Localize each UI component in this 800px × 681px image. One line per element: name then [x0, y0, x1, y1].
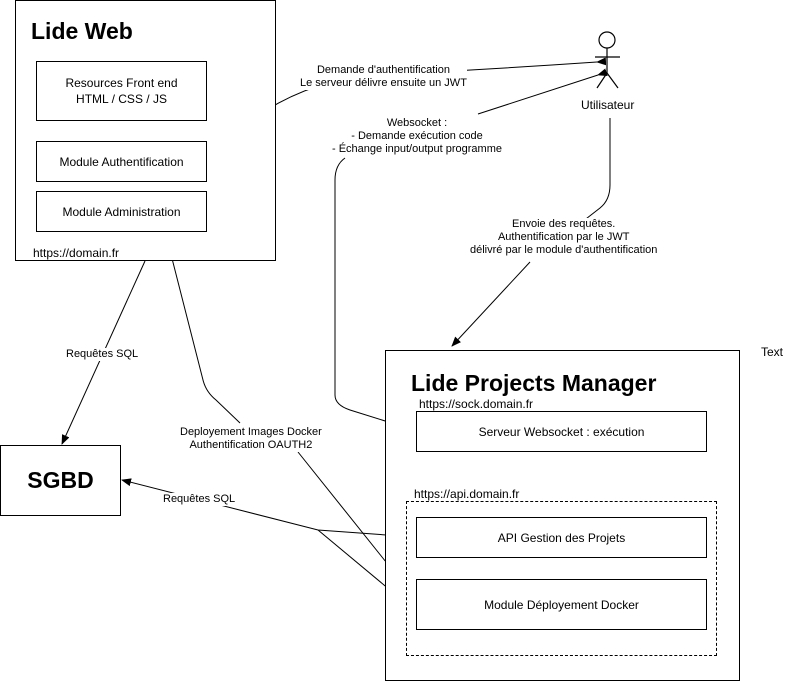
arrow-websocket-to-server	[334, 157, 415, 432]
auth-request-label: Demande d'authentification Le serveur dé…	[300, 64, 467, 90]
requests-line-2: Authentification par le JWT	[497, 231, 630, 243]
auth-module: Module Authentification	[36, 141, 207, 182]
arrow-user-to-projects	[581, 118, 611, 223]
websocket-server-module: Serveur Websocket : exécution	[416, 411, 707, 452]
docker-deploy-module: Module Déployement Docker	[416, 579, 707, 630]
arrow-user-websocket	[477, 68, 608, 115]
user-label: Utilisateur	[581, 98, 635, 112]
sgbd-title: SGBD	[27, 467, 94, 493]
deploy-line-1: Deployement Images Docker	[180, 426, 322, 438]
admin-module: Module Administration	[36, 191, 207, 232]
auth-request-line-1: Demande d'authentification	[316, 64, 450, 76]
requests-line-3: délivré par le module d'authentification	[470, 244, 658, 256]
websocket-line-2: - Demande exécution code	[351, 130, 483, 142]
arrow-api-to-sgbd	[121, 478, 415, 538]
arrow-admin-to-docker	[164, 230, 414, 597]
user-actor-icon	[595, 31, 620, 89]
api-projects-module: API Gestion des Projets	[416, 517, 707, 558]
deploy-label: Deployement Images Docker Authentificati…	[180, 426, 322, 452]
frontend-line-2: HTML / CSS / JS	[76, 92, 167, 106]
lide-web-url: https://domain.fr	[33, 246, 120, 260]
sock-url: https://sock.domain.fr	[419, 397, 534, 411]
requests-label: Envoie des requêtes. Authentification pa…	[470, 218, 658, 257]
api-domain-group	[406, 501, 717, 656]
websocket-label: Websocket : - Demande exécution code - É…	[332, 117, 502, 156]
requests-line-1: Envoie des requêtes.	[512, 218, 616, 230]
sql-left-label: Requêtes SQL	[66, 348, 139, 361]
projects-manager-container: Lide Projects Manager https://sock.domai…	[385, 350, 740, 681]
frontend-line-1: Resources Front end	[65, 76, 178, 90]
websocket-line-3: - Échange input/output programme	[332, 143, 502, 155]
lide-web-title: Lide Web	[31, 18, 133, 44]
stray-text: Text	[761, 345, 784, 359]
sql-bottom-label: Requêtes SQL	[163, 493, 236, 506]
api-url: https://api.domain.fr	[414, 487, 520, 501]
arrow-requests-to-projects	[451, 261, 531, 347]
sgbd-box: SGBD	[0, 445, 121, 516]
resources-frontend-module: Resources Front end HTML / CSS / JS	[36, 61, 207, 121]
lide-web-container: Lide Web Resources Front end HTML / CSS …	[15, 0, 276, 261]
auth-request-line-2: Le serveur délivre ensuite un JWT	[300, 77, 467, 89]
websocket-line-1: Websocket :	[386, 117, 448, 129]
deploy-line-2: Authentification OAUTH2	[189, 439, 313, 451]
projects-manager-title: Lide Projects Manager	[411, 370, 657, 396]
